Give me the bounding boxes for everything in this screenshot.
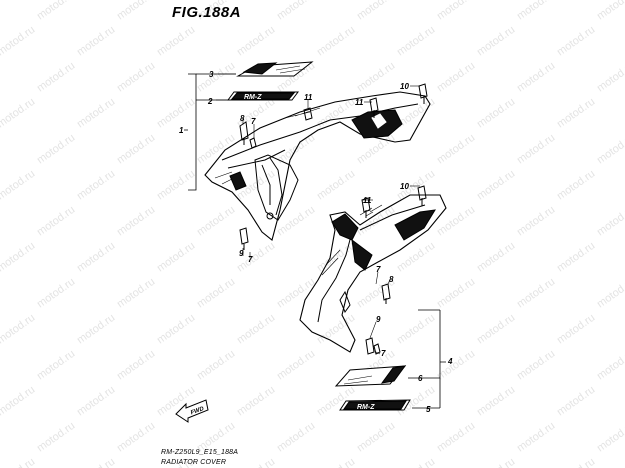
upper-decal-logo-text: RM-Z bbox=[244, 94, 262, 101]
upper-rmz-decal: RM-Z bbox=[227, 91, 299, 101]
callout-1: 1 bbox=[179, 126, 184, 135]
callout-9-lower: 9 bbox=[376, 315, 381, 324]
callout-6: 6 bbox=[418, 374, 423, 383]
lower-small-decal bbox=[334, 365, 407, 387]
callout-5: 5 bbox=[426, 405, 431, 414]
figure-title: FIG.188A bbox=[172, 4, 242, 21]
leader-lines bbox=[216, 73, 420, 355]
upper-small-decal bbox=[236, 61, 314, 77]
callout-9-upper: 9 bbox=[239, 249, 244, 258]
footer-caption: RADIATOR COVER bbox=[161, 459, 227, 466]
callout-11-upper-rear: 11 bbox=[355, 98, 364, 107]
callout-7-upper-low: 7 bbox=[248, 255, 253, 264]
callout-3: 3 bbox=[209, 70, 214, 79]
callout-8-upper: 8 bbox=[240, 114, 245, 123]
footer-code: RM-Z250L9_E15_188A bbox=[161, 449, 239, 456]
fwd-arrow: FWD bbox=[175, 399, 209, 423]
callout-11-upper-mid: 11 bbox=[304, 93, 313, 102]
callout-2: 2 bbox=[207, 97, 213, 106]
upper-fasteners bbox=[239, 83, 428, 250]
callout-10-lower: 10 bbox=[400, 182, 409, 191]
upper-radiator-cover bbox=[204, 91, 431, 241]
callout-4: 4 bbox=[447, 357, 453, 366]
callout-10-upper: 10 bbox=[400, 82, 409, 91]
lower-fasteners bbox=[361, 185, 427, 355]
fwd-label: FWD bbox=[190, 406, 206, 417]
callout-7-lower: 7 bbox=[376, 265, 381, 274]
callout-7-lower-low: 7 bbox=[381, 349, 386, 358]
lower-decal-logo-text: RM-Z bbox=[357, 404, 375, 411]
callout-11-lower: 11 bbox=[363, 196, 372, 205]
callout-8-lower: 8 bbox=[389, 275, 394, 284]
lower-rmz-decal: RM-Z bbox=[339, 399, 411, 411]
callout-7-upper: 7 bbox=[251, 117, 256, 126]
lower-radiator-cover bbox=[299, 194, 447, 353]
